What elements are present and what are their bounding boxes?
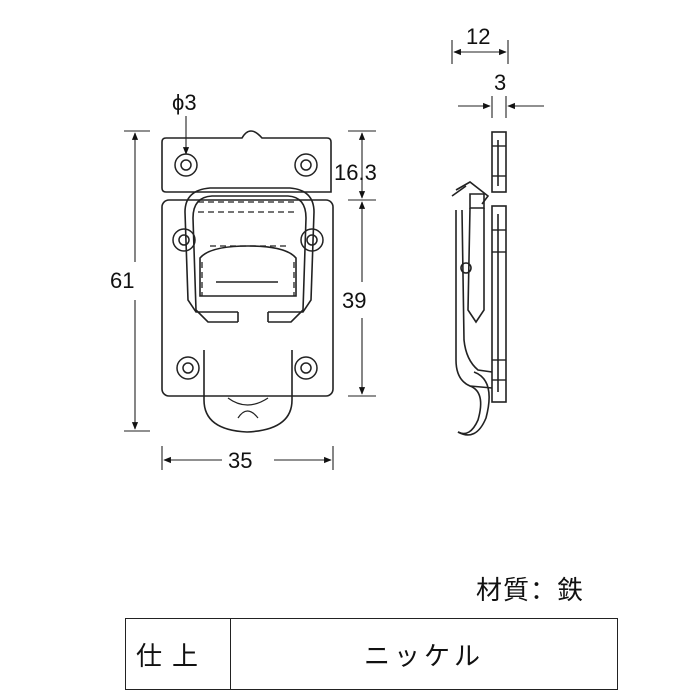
latch-technical-drawing: ϕ3 61 35 16.3 39 12 3 xyxy=(110,24,544,473)
hook-tongue xyxy=(203,350,293,433)
material-note: 材質：鉄 xyxy=(476,576,585,606)
dim-side-depth: 12 xyxy=(466,24,490,49)
top-plate xyxy=(161,130,332,193)
front-view xyxy=(161,130,334,433)
finish-label: 仕上 xyxy=(125,618,231,690)
wire-loop xyxy=(184,187,315,313)
dimension-lines xyxy=(124,40,544,470)
lever-plate xyxy=(199,245,297,297)
side-view xyxy=(451,131,507,436)
base-plate xyxy=(161,199,334,397)
dim-height-total: 61 xyxy=(110,268,134,293)
finish-value: ニッケル xyxy=(230,618,618,690)
dim-hole-diameter: ϕ3 xyxy=(172,90,197,115)
dim-top-offset: 16.3 xyxy=(334,160,377,185)
dim-width-total: 35 xyxy=(228,448,252,473)
table-row: 仕上 ニッケル xyxy=(125,618,618,690)
dim-body-height: 39 xyxy=(342,288,366,313)
mounting-holes xyxy=(172,153,324,380)
finish-table: 仕上 ニッケル xyxy=(125,618,618,690)
dim-plate-thickness: 3 xyxy=(494,70,506,95)
